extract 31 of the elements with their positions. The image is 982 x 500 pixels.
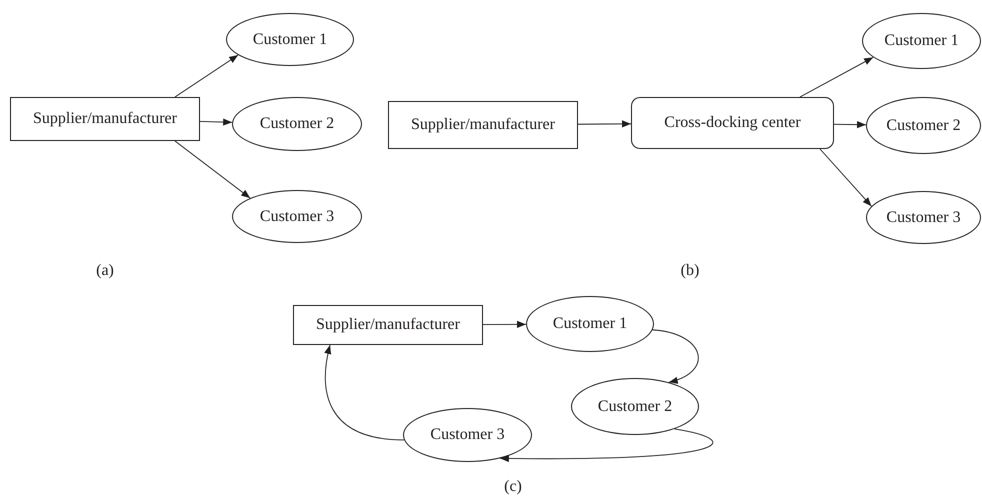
arrow [578,120,632,128]
node-label: Customer 2 [598,398,672,416]
node-label: Cross-docking center [664,114,801,132]
arrow [174,140,251,199]
rounded-process-box [631,97,834,149]
arrow [652,329,699,384]
arrow [499,428,714,462]
process-box [293,305,483,345]
node-label: Customer 1 [884,32,959,50]
panel-caption: (c) [504,478,522,496]
process-box [10,97,200,141]
node-label: Customer 3 [260,208,334,226]
arrow [324,344,405,440]
node-label: Customer 1 [552,315,628,333]
arrow [834,121,866,128]
arrow [200,118,233,126]
arrow [174,54,239,98]
node-label: Supplier/manufacturer [33,110,177,128]
node-label: Customer 1 [252,30,328,48]
process-box [388,101,578,149]
node-label: Customer 3 [430,426,505,444]
node-label: Supplier/manufacturer [316,316,460,334]
node-label: Customer 2 [260,115,334,133]
panel-caption: (b) [680,262,700,280]
node-label: Customer 2 [886,116,961,134]
node-label: Supplier/manufacturer [411,116,555,134]
arrow [482,320,526,328]
panel-caption: (a) [96,262,114,280]
arrow [820,148,872,207]
node-label: Customer 3 [886,208,961,226]
arrow [800,56,874,98]
